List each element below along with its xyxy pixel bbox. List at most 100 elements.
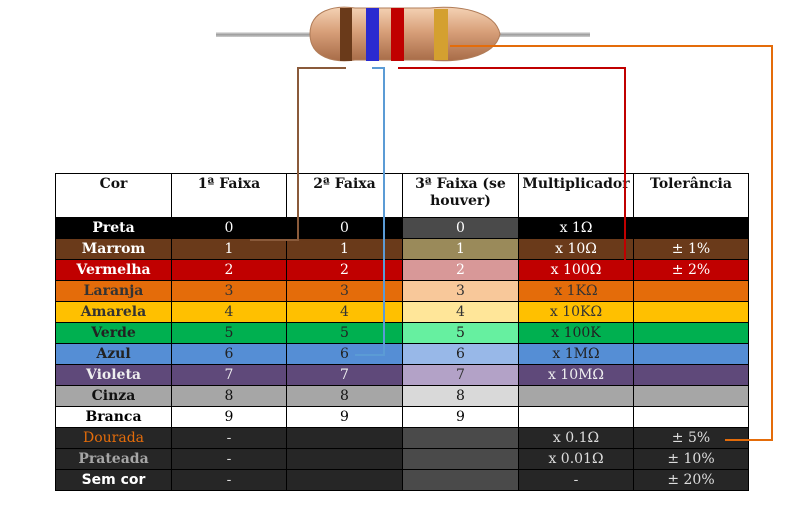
multiplier	[518, 385, 634, 407]
tolerance	[633, 385, 749, 407]
color-name: Verde	[55, 322, 172, 344]
first-digit: 4	[171, 301, 287, 323]
header-tolerancia: Tolerância	[633, 173, 749, 218]
tolerance	[633, 322, 749, 344]
table-row: Amarela 4 4 4 x 10KΩ	[55, 301, 749, 323]
multiplier: x 10Ω	[518, 238, 634, 260]
color-code-table: Cor 1ª Faixa 2ª Faixa 3ª Faixa (se houve…	[55, 173, 749, 491]
table-row: Cinza 8 8 8	[55, 385, 749, 407]
multiplier: x 100K	[518, 322, 634, 344]
second-digit: 9	[286, 406, 403, 428]
first-digit: -	[171, 427, 287, 449]
table-row: Marrom 1 1 1 x 10Ω ± 1%	[55, 238, 749, 260]
second-digit: 3	[286, 280, 403, 302]
second-digit: 5	[286, 322, 403, 344]
third-digit: 2	[402, 259, 519, 281]
table-row: Dourada - x 0.1Ω ± 5%	[55, 427, 749, 449]
third-digit: 3	[402, 280, 519, 302]
table-row: Violeta 7 7 7 x 10MΩ	[55, 364, 749, 386]
first-digit: 7	[171, 364, 287, 386]
color-name: Vermelha	[55, 259, 172, 281]
color-name: Azul	[55, 343, 172, 365]
multiplier: x 0.1Ω	[518, 427, 634, 449]
first-digit: 0	[171, 217, 287, 239]
third-digit: 6	[402, 343, 519, 365]
tolerance	[633, 301, 749, 323]
first-digit: 5	[171, 322, 287, 344]
second-digit	[286, 469, 403, 491]
multiplier: x 100Ω	[518, 259, 634, 281]
header-multiplicador: Multiplicador	[518, 173, 634, 218]
color-name: Sem cor	[55, 469, 172, 491]
color-name: Prateada	[55, 448, 172, 470]
tolerance	[633, 364, 749, 386]
second-digit: 7	[286, 364, 403, 386]
color-name: Cinza	[55, 385, 172, 407]
band-first	[340, 8, 352, 61]
multiplier	[518, 406, 634, 428]
second-digit	[286, 448, 403, 470]
table-row: Azul 6 6 6 x 1MΩ	[55, 343, 749, 365]
color-name: Amarela	[55, 301, 172, 323]
second-digit: 6	[286, 343, 403, 365]
tolerance: ± 2%	[633, 259, 749, 281]
tolerance	[633, 280, 749, 302]
second-digit	[286, 427, 403, 449]
tolerance: ± 1%	[633, 238, 749, 260]
tolerance	[633, 343, 749, 365]
multiplier: x 10KΩ	[518, 301, 634, 323]
multiplier: x 1MΩ	[518, 343, 634, 365]
table-row: Branca 9 9 9	[55, 406, 749, 428]
color-name: Dourada	[55, 427, 172, 449]
band-tolerance	[434, 9, 448, 60]
band-multiplier	[391, 8, 404, 61]
third-digit: 1	[402, 238, 519, 260]
table-row: Sem cor - - ± 20%	[55, 469, 749, 491]
band-second	[366, 8, 379, 61]
third-digit: 4	[402, 301, 519, 323]
multiplier: x 1Ω	[518, 217, 634, 239]
table-row: Vermelha 2 2 2 x 100Ω ± 2%	[55, 259, 749, 281]
resistor-lead-left	[216, 32, 326, 37]
second-digit: 4	[286, 301, 403, 323]
third-digit: 7	[402, 364, 519, 386]
table-row: Preta 0 0 0 x 1Ω	[55, 217, 749, 239]
table-row: Laranja 3 3 3 x 1KΩ	[55, 280, 749, 302]
color-name: Preta	[55, 217, 172, 239]
first-digit: -	[171, 469, 287, 491]
multiplier: x 1KΩ	[518, 280, 634, 302]
tolerance: ± 10%	[633, 448, 749, 470]
tolerance	[633, 217, 749, 239]
third-digit: 9	[402, 406, 519, 428]
multiplier: x 0.01Ω	[518, 448, 634, 470]
first-digit: 3	[171, 280, 287, 302]
header-faixa3: 3ª Faixa (se houver)	[402, 173, 519, 218]
second-digit: 2	[286, 259, 403, 281]
color-name: Marrom	[55, 238, 172, 260]
header-faixa1: 1ª Faixa	[171, 173, 287, 218]
third-digit: 5	[402, 322, 519, 344]
third-digit	[402, 448, 519, 470]
third-digit	[402, 427, 519, 449]
first-digit: 6	[171, 343, 287, 365]
multiplier: -	[518, 469, 634, 491]
first-digit: 9	[171, 406, 287, 428]
tolerance: ± 20%	[633, 469, 749, 491]
resistor-body	[309, 6, 501, 62]
third-digit	[402, 469, 519, 491]
header-cor: Cor	[55, 173, 172, 218]
first-digit: 2	[171, 259, 287, 281]
header-row: Cor 1ª Faixa 2ª Faixa 3ª Faixa (se houve…	[55, 173, 749, 218]
first-digit: 1	[171, 238, 287, 260]
color-name: Violeta	[55, 364, 172, 386]
second-digit: 0	[286, 217, 403, 239]
color-name: Laranja	[55, 280, 172, 302]
third-digit: 0	[402, 217, 519, 239]
tolerance: ± 5%	[633, 427, 749, 449]
second-digit: 1	[286, 238, 403, 260]
first-digit: 8	[171, 385, 287, 407]
first-digit: -	[171, 448, 287, 470]
table-row: Prateada - x 0.01Ω ± 10%	[55, 448, 749, 470]
second-digit: 8	[286, 385, 403, 407]
header-faixa2: 2ª Faixa	[286, 173, 403, 218]
